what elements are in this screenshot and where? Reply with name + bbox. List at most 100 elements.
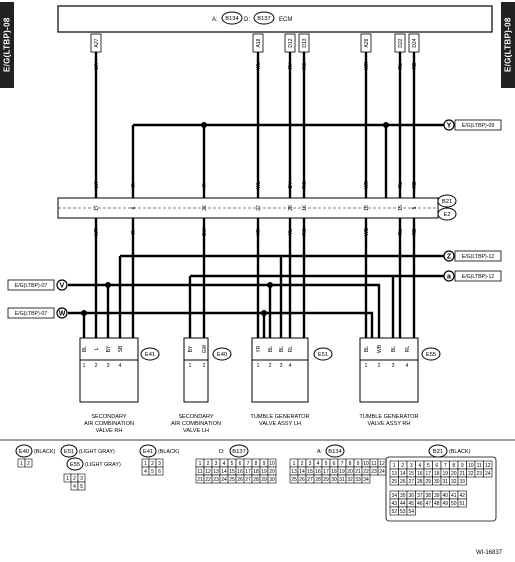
conn-b21-outline [437,194,457,208]
legend-pin-number: 19 [339,469,345,475]
offpage-circle [56,279,68,291]
legend-pin-number: 6 [158,469,161,475]
component-pin-number: 1 [257,363,260,369]
legend-pin-number: 10 [363,461,369,467]
b21-pin-number: 17 [94,205,100,211]
wire-code-lower: RL [398,229,404,236]
legend-pin-number: 1 [66,476,69,482]
component-pin-number: 1 [83,363,86,369]
ecm-pin-number: D22 [398,38,404,47]
ecm-pin-number: D24 [412,38,418,47]
legend-conn-e41-outline [139,444,157,458]
component-pin-number: 2 [378,363,381,369]
offpage-ref-box [454,119,502,131]
legend-pin-number: 2 [151,461,154,467]
offpage-ref: E/G(LTBP)-12 [462,274,495,280]
offpage-letter: Y [447,123,452,130]
legend-pin-number: 30 [269,477,275,483]
offpage-ref: E/G(LTBP)-09 [462,123,495,129]
legend-pin-cell [483,468,493,478]
legend-pin-number: 21 [459,471,465,477]
legend-color-e55: (LIGHT GRAY) [85,462,121,468]
legend-pin-number: 5 [427,463,430,469]
legend-pin-number: 9 [461,463,464,469]
legend-pin-number: 4 [144,469,147,475]
legend-pin-number: 27 [245,477,251,483]
legend-pin-number: 15 [408,471,414,477]
component-conn-label: E40 [217,352,227,358]
legend-pin-number: 28 [315,477,321,483]
offpage-ref-box [7,279,55,291]
legend-pin-number: 33 [355,477,361,483]
legend-pin-number: 9 [263,461,266,467]
legend-pin-number: 20 [347,469,353,475]
legend-pin-number: 12 [485,463,491,469]
legend-conn-e40: E40 [19,449,29,455]
legend-pin-number: 45 [408,501,414,507]
legend-pin-number: 20 [451,471,457,477]
legend-pin-number: 27 [408,479,414,485]
b21-pin-number: 6 [131,206,137,209]
component-wire-code: BL [279,346,285,352]
legend-pin-number: 34 [363,477,369,483]
wire-code-lower: YL [288,229,294,235]
ecm-conn-d: B137 [257,16,271,22]
legend-pin-number: 54 [408,509,414,515]
legend-pin-cell [406,506,416,516]
legend-pin-number: 23 [371,469,377,475]
legend-color-e40: (BLACK) [34,449,55,455]
legend-pin-number: 3 [410,463,413,469]
component-name-line1: TUMBLE GENERATOR [250,414,309,420]
legend-conn-d: B137 [232,449,246,455]
legend-pin-cell [361,474,371,484]
component-name-line2: VALVE ASSY RH [368,421,411,427]
component-pin-number: 3 [280,363,283,369]
legend-pin-number: 4 [418,463,421,469]
legend-pin-number: 25 [229,477,235,483]
wire-code-lower: WR [94,227,100,236]
legend-pin-number: 48 [434,501,440,507]
legend-pin-number: 2 [27,461,30,467]
legend-pin-number: 53 [400,509,406,515]
legend-prefix-a: A: [317,449,322,455]
wire-w-bus [68,311,86,340]
legend-pin-number: 23 [213,477,219,483]
ecm-name: ECM [279,17,292,23]
component-body [251,359,309,403]
legend-pin-number: 2 [301,461,304,467]
component-conn-label: E51 [318,352,328,358]
component-body [79,359,139,403]
legend-conn-a: B134 [328,449,342,455]
ecm-conn-d-outline [253,11,275,25]
component-name-line3: VALVE LH [183,428,209,434]
component-conn-label-outline [313,347,333,361]
legend-pin-number: 20 [269,469,275,475]
legend-pin-number: 15 [229,469,235,475]
component-wire-code: BL [364,346,370,352]
legend-conn-e55-outline [66,457,84,471]
legend-pin-number: 15 [307,469,313,475]
legend-pin-number: 18 [434,471,440,477]
legend-pin-number: 6 [239,461,242,467]
legend-conn-e40-outline [15,444,33,458]
b21-pin-number: 16 [302,205,308,211]
legend-pin-number: 23 [476,471,482,477]
wire-v-bus [68,283,381,340]
offpage-letter: V [60,283,65,290]
legend-pin-number: 12 [205,469,211,475]
b21-pin-number: 15 [398,205,404,211]
component-conn-label: E41 [145,352,155,358]
legend-pin-number: 14 [400,471,406,477]
legend-color-e51: (LIGHT GRAY) [79,449,115,455]
legend-pin-number: 24 [221,477,227,483]
legend-pin-number: 4 [73,484,76,490]
legend-pin-number: 5 [151,469,154,475]
legend-pin-number: 33 [459,479,465,485]
